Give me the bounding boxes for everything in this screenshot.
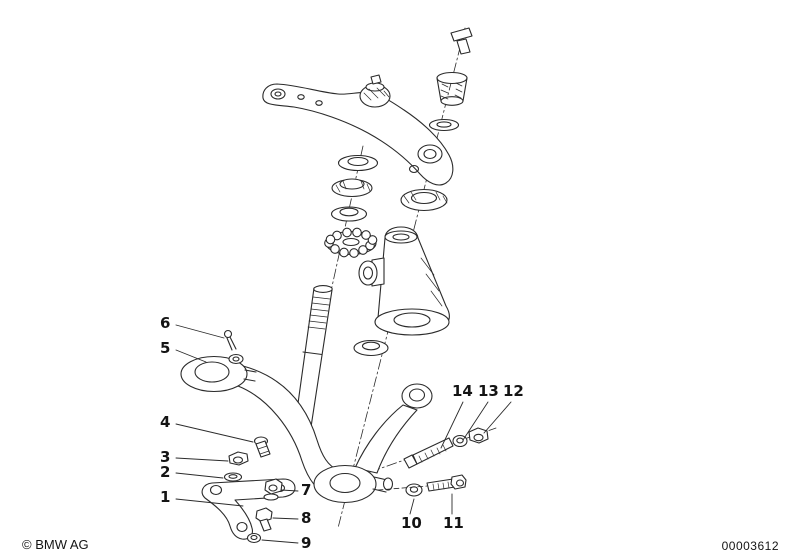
lower-bolt — [255, 507, 273, 532]
callout-8: 8 — [301, 509, 312, 527]
callout-1: 1 — [160, 488, 171, 506]
bearing-cone — [331, 178, 373, 198]
cap-washer — [428, 118, 460, 132]
bracket-bolt — [263, 478, 283, 501]
callout-4: 4 — [160, 413, 171, 431]
callout-5: 5 — [160, 339, 171, 357]
steering-head-tube — [358, 226, 450, 336]
callout-9: 9 — [301, 534, 312, 552]
bearing-ring — [330, 206, 368, 222]
threaded-cap — [436, 71, 468, 106]
washer-13 — [452, 434, 468, 448]
rubber-mount — [359, 74, 391, 108]
callout-6: 6 — [160, 314, 171, 332]
dust-cover-washer — [400, 188, 448, 212]
hex-nut-small — [228, 451, 249, 466]
callout-14: 14 — [452, 382, 473, 400]
bracket-nut — [246, 532, 262, 544]
stem-washer — [353, 339, 389, 357]
hex-nut-12 — [468, 427, 489, 444]
clamp-through-bolt — [403, 437, 454, 469]
washer-small — [223, 472, 243, 482]
leader-lines — [175, 324, 512, 544]
callout-13: 13 — [478, 382, 499, 400]
document-number: 00003612 — [721, 539, 779, 553]
upper-fork-bridge — [262, 83, 454, 186]
callout-10: 10 — [401, 514, 422, 532]
callout-7: 7 — [301, 481, 312, 499]
callout-2: 2 — [160, 463, 171, 481]
copyright-text: © BMW AG — [22, 537, 89, 552]
ball-bearing — [324, 227, 378, 258]
lower-fork-bridge — [180, 353, 433, 504]
pinch-bolt — [377, 474, 467, 492]
callout-11: 11 — [443, 514, 464, 532]
callout-3: 3 — [160, 448, 171, 466]
washer-10 — [405, 483, 423, 497]
top-bolt — [450, 27, 473, 55]
callout-12: 12 — [503, 382, 524, 400]
cotter-pin — [223, 329, 237, 351]
clamp-stud — [253, 436, 271, 458]
bearing-washer — [337, 154, 379, 172]
